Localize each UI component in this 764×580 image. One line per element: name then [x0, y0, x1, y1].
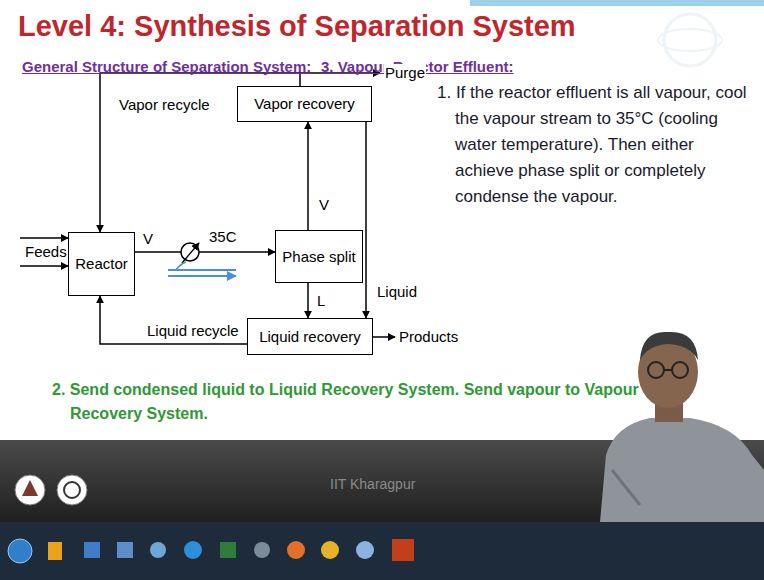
slide-title: Level 4: Synthesis of Separation System: [18, 10, 576, 43]
taskbar-icon: [392, 539, 414, 561]
presenter-glasses: [672, 362, 688, 378]
start-button: [8, 539, 32, 563]
presenter-body: [600, 418, 764, 522]
top-accent-bar: [470, 0, 764, 6]
box-label: Liquid recovery: [259, 328, 361, 345]
box-label: Reactor: [75, 255, 128, 272]
stream-connector: [307, 283, 309, 318]
nptel-logo: [57, 475, 87, 505]
watermark: IIT Kharagpur: [330, 476, 415, 492]
box-label: Vapor recovery: [254, 95, 355, 112]
process-box: Vapor recovery: [237, 86, 372, 122]
temperature-label: 35C: [208, 228, 238, 245]
atom-watermark: [658, 29, 722, 51]
stream-label: Feeds: [24, 243, 68, 260]
product-arrow: [373, 336, 395, 338]
stream-connector: [100, 296, 247, 344]
iit-logo: [15, 475, 45, 505]
feed-arrow: [20, 265, 68, 267]
taskbar-icon: [184, 541, 202, 559]
nptel-logo: [64, 482, 80, 498]
process-box: Phase split: [275, 230, 363, 283]
stream-label: Purge: [384, 64, 426, 81]
section-heading: General Structure of Separation System:: [22, 58, 311, 75]
process-box: Reactor: [68, 232, 135, 296]
feed-arrow: [20, 237, 68, 239]
bullet-text: 2. Send condensed liquid to Liquid Recov…: [52, 378, 642, 426]
stream-label: Liquid recycle: [146, 322, 240, 339]
process-box: Liquid recovery: [247, 318, 373, 355]
taskbar-icon: [150, 542, 166, 558]
taskbar-icon: [321, 541, 339, 559]
cooling-water: [176, 262, 186, 270]
taskbar-icon: [220, 542, 236, 558]
stream-label: Liquid: [376, 283, 418, 300]
stream-connector: [135, 251, 275, 253]
stream-connector: [307, 122, 309, 230]
bullet-text: 1. If the reactor effluent is all vapour…: [437, 80, 755, 210]
stream-connector: [365, 122, 367, 318]
taskbar: [0, 522, 764, 580]
taskbar-icon: [287, 541, 305, 559]
iit-logo: [22, 480, 38, 496]
taskbar-icon: [117, 542, 133, 558]
box-label: Phase split: [282, 248, 355, 265]
presenter-arm: [612, 470, 640, 505]
cooling-water: [168, 275, 236, 277]
stream-label: V: [318, 196, 330, 213]
taskbar-icon: [254, 542, 270, 558]
taskbar-icon: [356, 541, 374, 559]
taskbar-icon: [48, 542, 62, 560]
stream-label: L: [316, 292, 326, 309]
presenter-glasses: [648, 362, 664, 378]
stream-label: V: [142, 230, 154, 247]
stream-label: Vapor recycle: [118, 96, 211, 113]
stream-label: Products: [398, 328, 459, 345]
cooler-symbol: [182, 243, 199, 263]
atom-watermark: [664, 14, 716, 66]
taskbar-icon: [84, 542, 100, 558]
cooling-water: [168, 269, 236, 271]
presenter-glasses: [664, 369, 672, 371]
presenter-hair: [640, 332, 698, 360]
